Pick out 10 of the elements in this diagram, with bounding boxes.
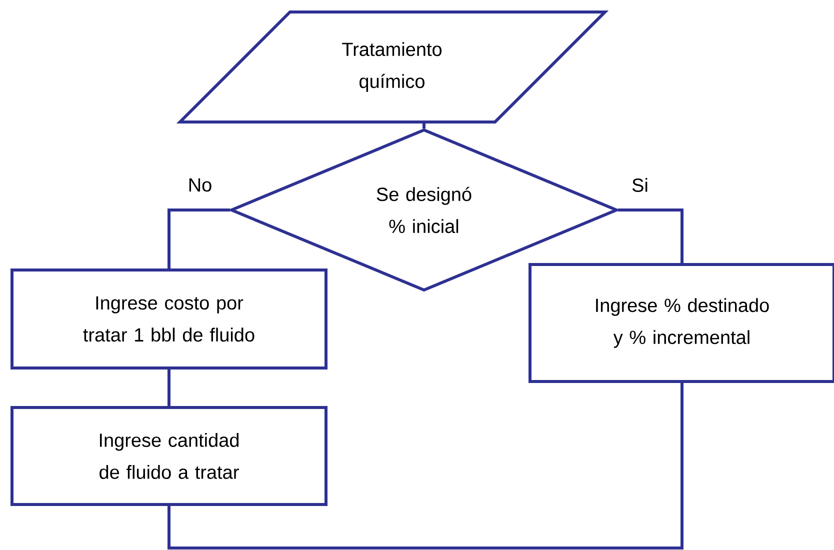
process-box: Ingrese % destinado y % incremental bbox=[528, 263, 834, 383]
connector-line bbox=[422, 124, 426, 128]
edge-label: Si bbox=[632, 178, 648, 192]
connector-line bbox=[168, 383, 684, 550]
edge-label: No bbox=[189, 178, 212, 192]
connector-line bbox=[618, 208, 684, 263]
connector-line bbox=[168, 370, 170, 406]
connector-line bbox=[168, 208, 230, 268]
process-box: Ingrese cantidad de fluido a tratar bbox=[10, 406, 328, 506]
process-box: Ingrese costo por tratar 1 bbl de fluido bbox=[10, 268, 328, 370]
